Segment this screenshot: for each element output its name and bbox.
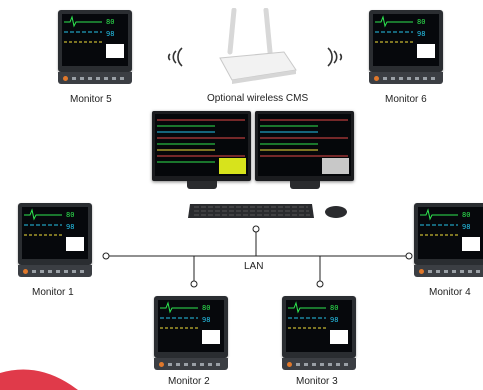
- lan-node-monitor4: [405, 252, 413, 260]
- lan-node-monitor3: [316, 280, 324, 288]
- monitor-5-label: Monitor 5: [70, 94, 112, 105]
- svg-text:80: 80: [202, 304, 210, 312]
- monitor-3-label: Monitor 3: [296, 376, 338, 387]
- svg-text:80: 80: [417, 18, 425, 26]
- decorative-corner: [0, 369, 78, 390]
- monitor-5: 80 98: [58, 10, 132, 85]
- monitor-4-label: Monitor 4: [429, 287, 471, 298]
- lan-node-monitor2: [190, 280, 198, 288]
- svg-text:80: 80: [106, 18, 114, 26]
- monitor-1: 80 98: [18, 203, 92, 278]
- keyboard-icon: [188, 204, 314, 218]
- wifi-signal-icon: [167, 47, 183, 67]
- wireless-router-icon: [219, 8, 297, 84]
- monitor-2-label: Monitor 2: [168, 376, 210, 387]
- lan-node-cms: [252, 225, 260, 233]
- svg-text:80: 80: [330, 304, 338, 312]
- monitor-4: 80 98: [414, 203, 483, 278]
- svg-text:98: 98: [66, 223, 74, 231]
- monitor-1-label: Monitor 1: [32, 287, 74, 298]
- svg-text:80: 80: [462, 211, 470, 219]
- monitor-6-label: Monitor 6: [385, 94, 427, 105]
- svg-text:80: 80: [66, 211, 74, 219]
- svg-text:98: 98: [202, 316, 210, 324]
- monitor-2: 80 98: [154, 296, 228, 371]
- lan-node-monitor1: [102, 252, 110, 260]
- monitor-6: 80 98: [369, 10, 443, 85]
- monitor-3: 80 98: [282, 296, 356, 371]
- svg-text:98: 98: [330, 316, 338, 324]
- cms-label: Optional wireless CMS: [207, 93, 309, 104]
- svg-text:98: 98: [417, 30, 425, 38]
- svg-text:98: 98: [462, 223, 470, 231]
- mouse-icon: [325, 206, 347, 218]
- lan-label: LAN: [244, 261, 264, 272]
- wifi-signal-icon: [327, 47, 343, 67]
- svg-text:98: 98: [106, 30, 114, 38]
